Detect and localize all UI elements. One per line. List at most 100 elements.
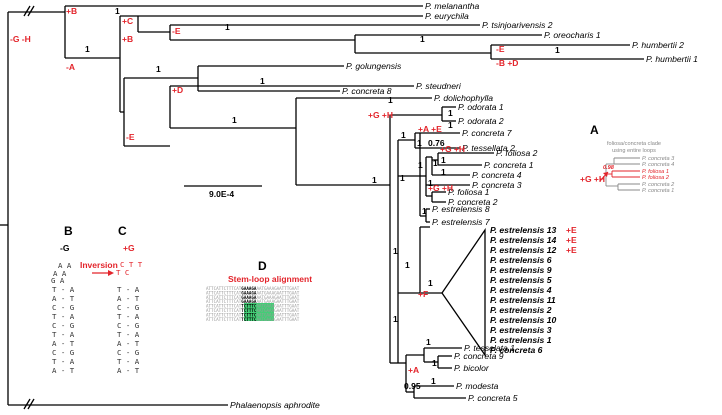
- taxon-label: P. eurychila: [425, 11, 469, 21]
- taxon-label: P. concreta 9: [454, 351, 504, 361]
- event-label: -E: [496, 44, 505, 54]
- svg-text:C - G: C - G: [52, 321, 74, 330]
- taxon-label: P. melanantha: [425, 1, 480, 11]
- clade-taxon-label: P. estrelensis 11: [490, 295, 556, 305]
- event-label: +B: [66, 6, 77, 16]
- support-value: 1: [388, 95, 393, 105]
- event-label: +G +H: [428, 183, 453, 193]
- scale-bar-label: 9.0E-4: [209, 189, 234, 199]
- taxon-label: P. concreta 3: [472, 180, 522, 190]
- taxon-label: P. estrelensis 7: [432, 217, 491, 227]
- taxon-label: P. concreta 7: [462, 128, 513, 138]
- support-value: 1: [448, 120, 453, 130]
- panel-a-taxon: P. foliosa 1: [642, 169, 669, 175]
- tree-branches: [0, 5, 644, 410]
- taxon-label: P. tessellata 2: [462, 143, 515, 153]
- clade-taxon-label: P. estrelensis 1: [490, 335, 552, 345]
- support-value: 1: [441, 155, 446, 165]
- panel-label-d: D: [258, 259, 267, 273]
- collapsed-clade-list: P. estrelensis 13 P. estrelensis 14 P. e…: [490, 225, 577, 355]
- support-value: 1: [405, 260, 410, 270]
- taxon-label: P. oreocharis 1: [544, 30, 601, 40]
- panel-b-event: -G: [60, 243, 70, 253]
- clade-taxon-label: P. estrelensis 12: [490, 245, 556, 255]
- taxon-labels: P. melanantha P. eurychila P. tsinjoariv…: [230, 1, 698, 410]
- event-label: +D: [172, 85, 183, 95]
- taxon-label: P. tesselata 1: [464, 343, 515, 353]
- clade-taxon-label: P. estrelensis 5: [490, 275, 552, 285]
- inversion-label: Inversion: [80, 260, 118, 270]
- panel-a-title-line2: using entire loops: [612, 148, 656, 154]
- support-value: 1: [225, 22, 230, 32]
- panel-c: C +G C T T T C T - A A - T C - G T - A C…: [80, 224, 143, 375]
- event-label: +B: [122, 34, 133, 44]
- support-value: 1: [433, 158, 438, 168]
- panel-b: B -G A A A A G A T - A A - T C - G T - A…: [51, 224, 75, 375]
- svg-text:A - T: A - T: [52, 294, 75, 303]
- taxon-label: P. foliosa 1: [448, 187, 490, 197]
- panel-a-taxon: P. concreta 3: [642, 156, 675, 162]
- taxon-label: P. tsinjoarivensis 2: [482, 20, 553, 30]
- alignment-row: ATTCATTCTTTCATTCTTTCAATGAAAGAATTTGAAT: [206, 312, 300, 317]
- panel-c-event: +G: [123, 243, 135, 253]
- event-label: -A: [66, 62, 75, 72]
- support-value: 1: [260, 76, 265, 86]
- support-value: 1: [448, 108, 453, 118]
- svg-text:C - G: C - G: [52, 348, 74, 357]
- event-label: +F: [418, 289, 428, 299]
- svg-text:T - A: T - A: [117, 312, 140, 321]
- support-value: 1: [555, 45, 560, 55]
- svg-text:T - A: T - A: [117, 285, 140, 294]
- event-label: +G +H: [440, 144, 465, 154]
- taxon-label: P. odorata 1: [458, 102, 504, 112]
- alignment-row: ATTCATTCTTTCATGAAAGAAATGAAAGAATTTGAAT: [206, 290, 300, 295]
- support-value: 1: [115, 6, 120, 16]
- panel-d: D Stem-loop alignment ATTCATTCTTTCATGAAA…: [206, 259, 312, 322]
- svg-text:A A: A A: [53, 269, 67, 278]
- support-value: 1: [441, 167, 446, 177]
- taxon-label: P. concreta 8: [342, 86, 392, 96]
- panel-a-support: 0.98: [603, 165, 615, 171]
- clade-taxon-label: P. concreta 6: [490, 345, 543, 355]
- event-label: +G +H: [368, 110, 393, 120]
- support-value: 1: [432, 358, 437, 368]
- clade-taxon-label: P. estrelensis 2: [490, 305, 552, 315]
- svg-text:A - T: A - T: [117, 294, 140, 303]
- clade-taxon-label: P. estrelensis 13: [490, 225, 556, 235]
- panel-a-event: +G +H: [580, 174, 605, 184]
- clade-taxon-label: P. estrelensis 10: [490, 315, 556, 325]
- support-value: 1: [400, 173, 405, 183]
- support-value: 1: [426, 337, 431, 347]
- taxon-label: P. golungensis: [346, 61, 402, 71]
- taxon-label: P. humbertii 2: [632, 40, 684, 50]
- clade-taxon-label: P. estrelensis 14: [490, 235, 556, 245]
- panel-a-taxon: P. concreta 1: [642, 188, 674, 194]
- support-value: 0.95: [404, 381, 421, 391]
- taxon-label: P. humbertii 1: [646, 54, 698, 64]
- svg-text:T C: T C: [116, 268, 129, 277]
- event-labels: -G -H +B +C +B -E -A -E -B +D +D -E +G +…: [10, 6, 518, 375]
- support-value: 1: [422, 206, 427, 216]
- event-label: +C: [122, 16, 133, 26]
- clade-taxon-label: P. estrelensis 4: [490, 285, 552, 295]
- support-value: 1: [428, 278, 433, 288]
- alignment-highlight: [244, 303, 274, 321]
- event-label: -E: [126, 132, 135, 142]
- taxon-label: P. modesta: [456, 381, 499, 391]
- panel-label-a: A: [590, 123, 599, 137]
- alignment-row: ATTCATTCTTTCATGAAAGAAATGAAAGAATTTGAAT: [206, 286, 300, 291]
- panel-a-taxon: P. foliosa 2: [642, 175, 670, 181]
- support-value: 1: [372, 175, 377, 185]
- clade-event-label: +E: [566, 235, 577, 245]
- taxon-label: P. odorata 2: [458, 116, 504, 126]
- taxon-label: P. foliosa 2: [496, 148, 538, 158]
- panel-a-taxon: P. concreta 4: [642, 162, 674, 168]
- svg-text:A - T: A - T: [52, 339, 75, 348]
- svg-text:C - G: C - G: [52, 303, 74, 312]
- clade-taxon-label: P. estrelensis 9: [490, 265, 552, 275]
- panel-label-c: C: [118, 224, 127, 238]
- clade-taxon-label: P. estrelensis 3: [490, 325, 552, 335]
- svg-text:A - T: A - T: [52, 366, 75, 375]
